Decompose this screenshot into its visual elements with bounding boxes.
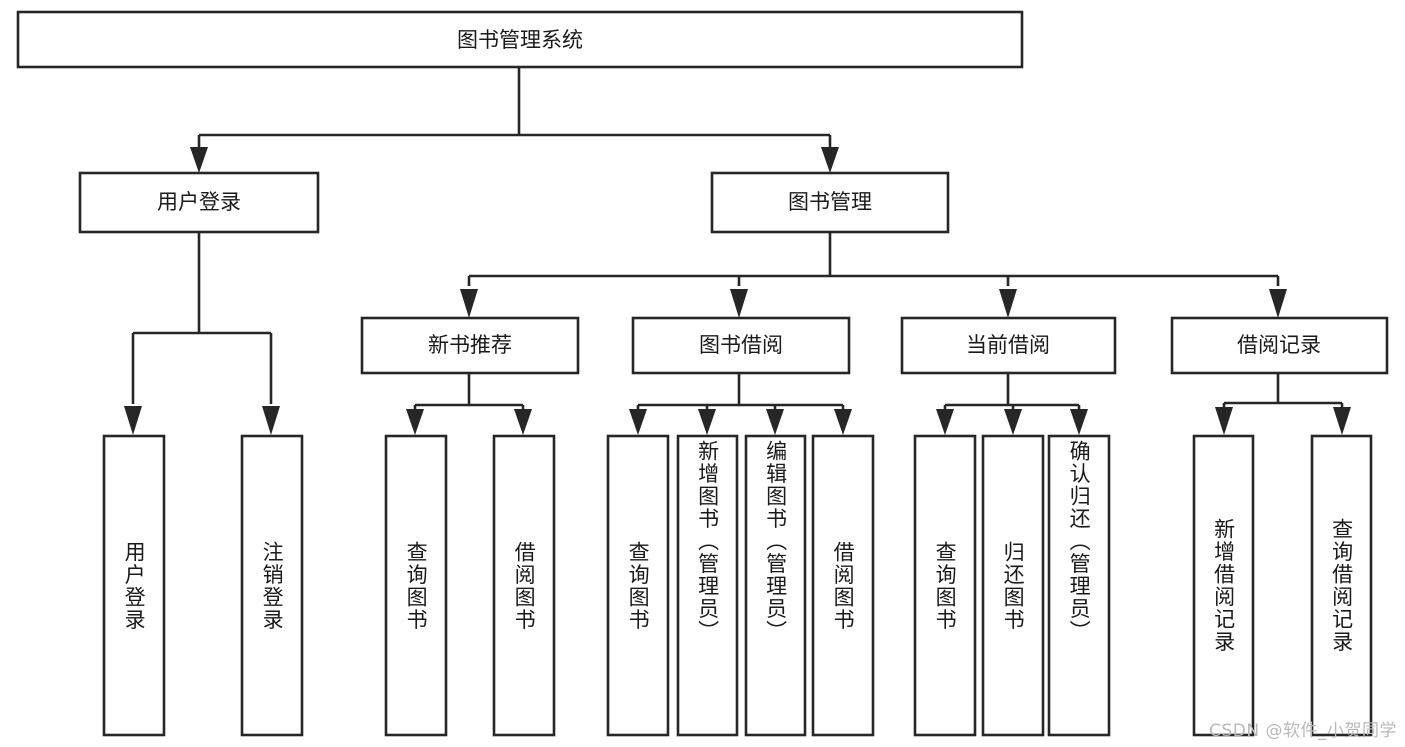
node-book-manage-label: 图书管理 [788,190,872,214]
leaf-logout-login-box[interactable] [240,434,304,737]
leaf-query-book-1-box[interactable] [384,434,448,737]
node-borrow-record[interactable]: 借阅记录 [1170,316,1389,375]
leaf-boxes-layer [102,434,1373,737]
watermark-text: CSDN @软件_小贺同学 [1209,721,1397,741]
connector-root-to-level2 [197,67,832,156]
connector-layer [124,67,1351,435]
arrow-to-leaf-query-book-2 [629,409,647,435]
leaf-borrow-book-2-box[interactable] [811,434,875,737]
node-user-login-label: 用户登录 [157,190,241,214]
arrow-to-leaf-add-record [1215,407,1233,435]
node-current-borrow-box[interactable] [900,316,1117,375]
connector-userlogin-bus [131,232,273,404]
leaf-confirm-return-box[interactable] [1047,434,1111,737]
node-new-book-rec-box[interactable] [360,316,580,375]
node-root-box[interactable] [16,10,1024,69]
node-current-borrow-label: 当前借阅 [966,333,1050,357]
arrow-to-leaf-confirm-return [1070,409,1088,435]
node-book-borrow-box[interactable] [631,316,851,375]
arrow-to-book-manage [821,147,839,173]
node-borrow-record-box[interactable] [1170,316,1389,375]
arrow-to-borrow-record [1269,289,1287,318]
arrow-to-leaf-query-record [1333,407,1351,435]
arrow-to-leaf-borrow-book-2 [834,409,852,435]
node-book-borrow-label: 图书借阅 [699,333,783,357]
leaf-add-record-box[interactable] [1192,434,1255,737]
leaf-query-record-box[interactable] [1310,434,1373,737]
arrow-to-leaf-logout-login [262,406,280,435]
leaf-user-login-box[interactable] [102,434,166,737]
node-current-borrow[interactable]: 当前借阅 [900,316,1117,375]
leaf-add-book-box[interactable] [676,434,739,737]
arrow-to-leaf-query-book-1 [406,409,424,435]
arrow-to-new-book-rec [460,289,478,318]
leaf-query-book-2-box[interactable] [606,434,670,737]
leaf-return-book-box[interactable] [981,434,1045,737]
connector-bookborrow-bus [636,373,845,412]
arrow-to-leaf-user-login [124,406,142,435]
node-user-login-box[interactable] [78,171,320,234]
arrow-to-user-login [190,147,208,173]
arrow-to-current-borrow [999,289,1017,318]
connector-bookmanage-bus [467,232,1280,286]
node-new-book-rec[interactable]: 新书推荐 [360,316,580,375]
node-book-borrow[interactable]: 图书借阅 [631,316,851,375]
arrow-to-leaf-query-book-3 [936,409,954,435]
leaf-query-book-3-box[interactable] [913,434,977,737]
arrow-to-leaf-add-book [698,409,716,435]
leaf-edit-book-box[interactable] [744,434,807,737]
connector-borrowrecord-bus [1222,373,1344,410]
arrow-to-book-borrow [730,289,748,318]
node-new-book-rec-label: 新书推荐 [428,333,512,357]
node-user-login[interactable]: 用户登录 [78,171,320,234]
node-book-manage[interactable]: 图书管理 [710,171,950,234]
connector-currentborrow-bus [943,373,1081,412]
arrow-to-leaf-edit-book [766,409,784,435]
arrow-to-leaf-borrow-book-1 [514,409,532,435]
node-root[interactable]: 图书管理系统 [16,10,1024,69]
node-root-label: 图书管理系统 [457,28,583,52]
connector-newbookrec-bus [413,373,525,412]
node-book-manage-box[interactable] [710,171,950,234]
leaf-borrow-book-1-box[interactable] [492,434,556,737]
arrow-to-leaf-return-book [1004,409,1022,435]
node-borrow-record-label: 借阅记录 [1237,333,1321,357]
